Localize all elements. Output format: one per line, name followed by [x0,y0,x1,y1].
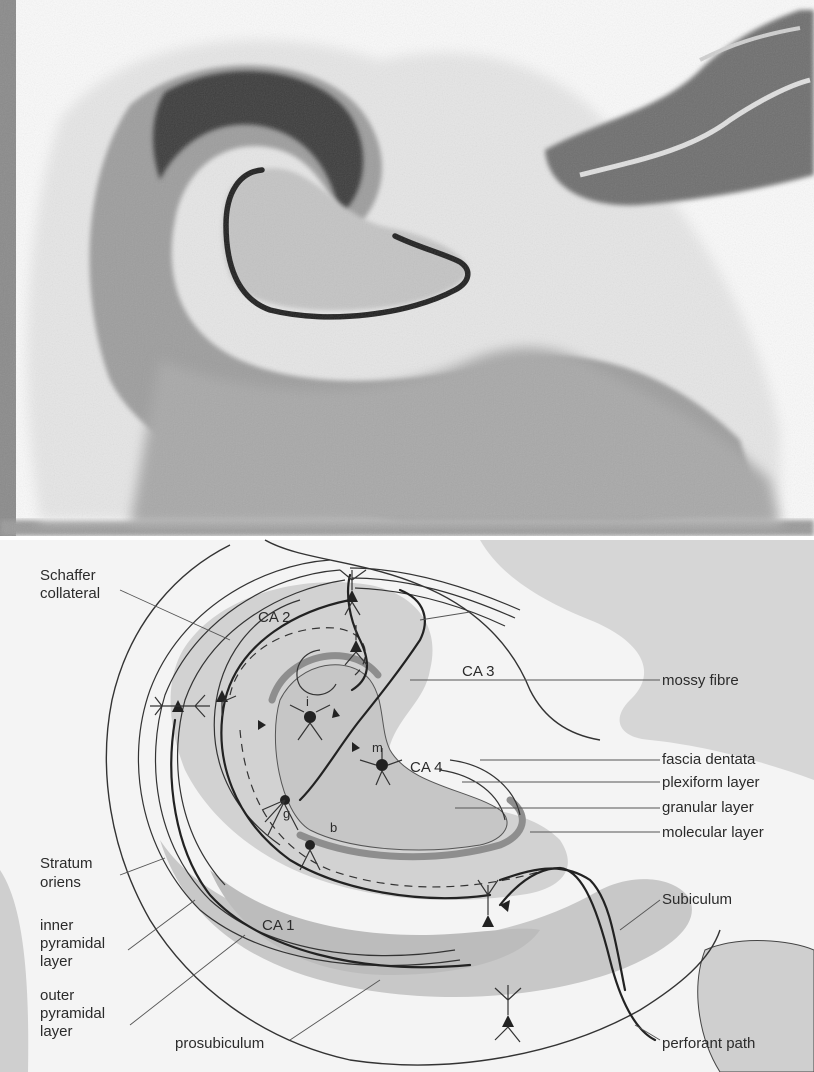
bottom-right-lobe [698,941,814,1072]
schematic-panel: Schaffer collateral CA 2 CA 3 mossy fibr… [0,540,814,1072]
label-ca4: CA 4 [410,759,443,776]
label-molecular-layer: molecular layer [662,824,764,841]
label-stratum-line-2: oriens [40,874,81,891]
label-prosubiculum: prosubiculum [175,1035,264,1052]
label-subiculum: Subiculum [662,891,732,908]
label-outer-line-3: layer [40,1023,73,1040]
label-schaffer-line-2: collateral [40,585,100,602]
label-perforant-path: perforant path [662,1035,755,1052]
label-cell-b: b [330,820,337,835]
section-grain [0,0,814,536]
panel-divider [0,536,814,540]
label-granular-layer: granular layer [662,799,754,816]
label-ca1: CA 1 [262,917,295,934]
label-ca3: CA 3 [462,663,495,680]
label-outer-line-1: outer [40,987,74,1004]
label-inner-line-3: layer [40,953,73,970]
label-mossy-fibre: mossy fibre [662,672,739,689]
label-inner-line-2: pyramidal [40,935,105,952]
label-cell-g: g [283,806,290,821]
label-schaffer-collateral: Schaffer collateral [40,567,100,602]
label-schaffer-line-1: Schaffer [40,567,96,584]
label-fascia-dentata: fascia dentata [662,751,756,768]
label-stratum-line-1: Stratum [40,855,93,872]
label-outer-line-2: pyramidal [40,1005,105,1022]
label-cell-i: i [306,694,309,709]
label-ca2: CA 2 [258,609,291,626]
stained-section-panel [0,0,814,536]
label-plexiform-layer: plexiform layer [662,774,760,791]
label-inner-line-1: inner [40,917,73,934]
label-cell-m: m [372,740,383,755]
